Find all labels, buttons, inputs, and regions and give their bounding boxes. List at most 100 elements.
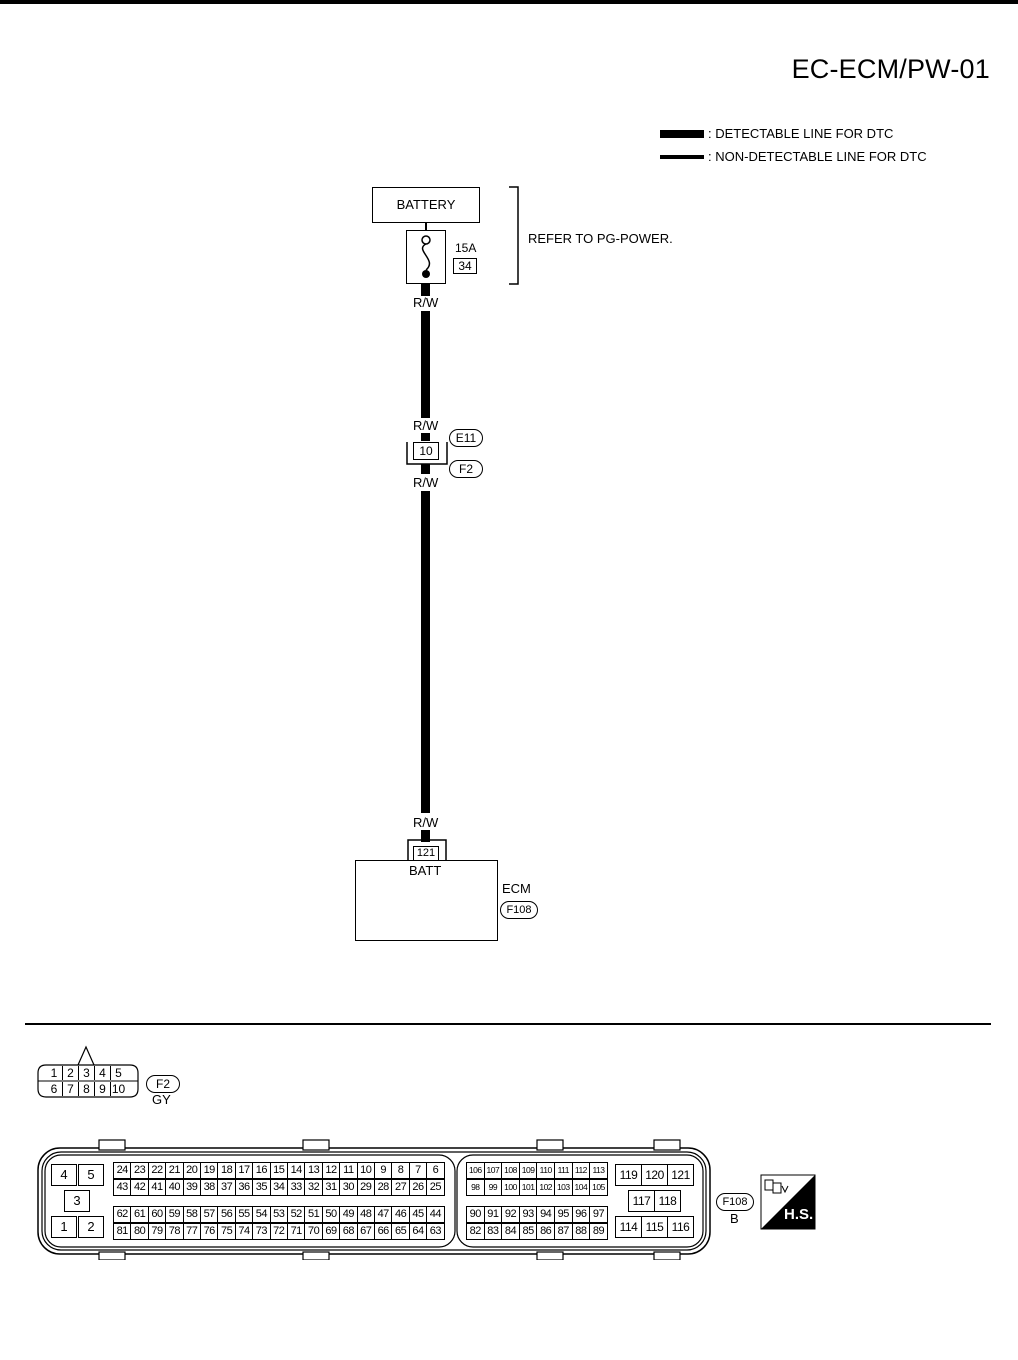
f108-pin: 86 <box>536 1223 555 1240</box>
f2-pin: 7 <box>62 1082 78 1096</box>
f108-pin: 104 <box>571 1179 591 1196</box>
f108-pin: 63 <box>426 1223 445 1240</box>
f108-pin: 55 <box>234 1206 254 1223</box>
f108-pin: 6 <box>426 1162 445 1179</box>
f108-pin: 49 <box>339 1206 358 1223</box>
f108-pin: 57 <box>200 1206 219 1223</box>
f108-pin: 98 <box>466 1179 485 1196</box>
f108-pin: 80 <box>130 1223 149 1240</box>
f108-pin: 106 <box>466 1162 485 1179</box>
fuse-rating: 15A <box>455 241 477 255</box>
f108-pin: 70 <box>304 1223 323 1240</box>
f108-pin: 120 <box>641 1164 668 1186</box>
f108-pin: 74 <box>234 1223 254 1240</box>
f108-pin: 97 <box>589 1206 608 1223</box>
f108-pin: 84 <box>501 1223 520 1240</box>
fuse-number: 34 <box>453 258 477 274</box>
f108-pin: 13 <box>304 1162 323 1179</box>
battery-lead <box>425 223 427 231</box>
wire-segment-5 <box>421 491 430 813</box>
f108-pin: 67 <box>356 1223 375 1240</box>
f108-pin: 118 <box>654 1190 681 1212</box>
legend-non-detectable: : NON-DETECTABLE LINE FOR DTC <box>660 149 927 164</box>
f108-pin: 78 <box>165 1223 184 1240</box>
f108-pin: 17 <box>234 1162 254 1179</box>
f108-pin: 10 <box>356 1162 375 1179</box>
f108-pin: 22 <box>147 1162 167 1179</box>
ecm-terminal-label: BATT <box>409 863 442 878</box>
f108-pin: 113 <box>589 1162 608 1179</box>
f108-pin: 114 <box>615 1216 642 1238</box>
connector-e11-tag: E11 <box>449 429 483 447</box>
f108-pin: 23 <box>130 1162 149 1179</box>
f108-pin: 119 <box>615 1164 642 1186</box>
f2-pin: 1 <box>50 1066 58 1080</box>
ecm-box <box>355 860 498 941</box>
f108-pin: 59 <box>165 1206 184 1223</box>
f108-pin: 40 <box>165 1179 184 1196</box>
connector-f2-tag: F2 <box>449 460 483 478</box>
f108-pin: 61 <box>130 1206 149 1223</box>
detectable-line-swatch <box>660 129 704 138</box>
f108-pin: 25 <box>426 1179 445 1196</box>
wire-color-label-3: R/W <box>413 475 439 490</box>
f2-pin: 9 <box>94 1082 110 1096</box>
page-code: EC-ECM/PW-01 <box>791 54 990 84</box>
f108-pin: 68 <box>339 1223 358 1240</box>
f2-pin: 2 <box>62 1066 78 1080</box>
f108-pin: 18 <box>217 1162 236 1179</box>
f108-pin: 36 <box>234 1179 254 1196</box>
f108-pin: 117 <box>628 1190 655 1212</box>
f108-pin: 109 <box>518 1162 538 1179</box>
f108-pin: 107 <box>483 1162 503 1179</box>
f108-pin: 66 <box>374 1223 393 1240</box>
f108-pin: 77 <box>182 1223 201 1240</box>
non-detectable-line-swatch <box>660 154 704 159</box>
f108-pin: 111 <box>554 1162 573 1179</box>
f108-pin: 38 <box>200 1179 219 1196</box>
f108-pin: 37 <box>217 1179 236 1196</box>
legend-detectable-label: : DETECTABLE LINE FOR DTC <box>708 126 894 141</box>
wire-color-label-2: R/W <box>413 418 439 433</box>
f108-pin: 56 <box>217 1206 236 1223</box>
f108-pin: 105 <box>589 1179 608 1196</box>
f108-pin: 81 <box>113 1223 132 1240</box>
f108-pin: 110 <box>536 1162 555 1179</box>
f108-left-block: 4 5 3 1 2 <box>51 1164 105 1240</box>
f108-pin: 24 <box>113 1162 132 1179</box>
f108-pin: 20 <box>182 1162 201 1179</box>
f108-pin: 26 <box>408 1179 428 1196</box>
ecm-pin: 121 <box>413 846 439 861</box>
wire-segment-4 <box>421 464 430 474</box>
f108-pin: 116 <box>667 1216 694 1238</box>
f108-pin: 28 <box>374 1179 393 1196</box>
f108-pin: 42 <box>130 1179 149 1196</box>
f108-pin: 58 <box>182 1206 201 1223</box>
connector-f108-name: F108 <box>716 1193 754 1211</box>
f108-pin: 96 <box>571 1206 591 1223</box>
f2-pin: 6 <box>50 1082 58 1096</box>
f108-pin: 65 <box>391 1223 410 1240</box>
f108-pin: 75 <box>217 1223 236 1240</box>
f2-pin: 8 <box>78 1082 94 1096</box>
f108-pin: 39 <box>182 1179 201 1196</box>
f108-pin: 64 <box>408 1223 428 1240</box>
f108-pin: 54 <box>252 1206 271 1223</box>
f108-pin: 29 <box>356 1179 375 1196</box>
f108-pin: 69 <box>321 1223 341 1240</box>
f108-pin: 34 <box>269 1179 288 1196</box>
f2-pin: 3 <box>78 1066 94 1080</box>
f108-pin: 52 <box>287 1206 306 1223</box>
connector-f108-tag: F108 <box>500 901 538 919</box>
f2-pin: 4 <box>94 1066 110 1080</box>
f108-pin: 43 <box>113 1179 132 1196</box>
f108-pin: 8 <box>391 1162 410 1179</box>
connector-f2-color: GY <box>152 1092 171 1107</box>
battery-note: REFER TO PG-POWER. <box>528 231 673 246</box>
f108-pin: 9 <box>374 1162 393 1179</box>
f2-pin: 10 <box>110 1082 126 1096</box>
